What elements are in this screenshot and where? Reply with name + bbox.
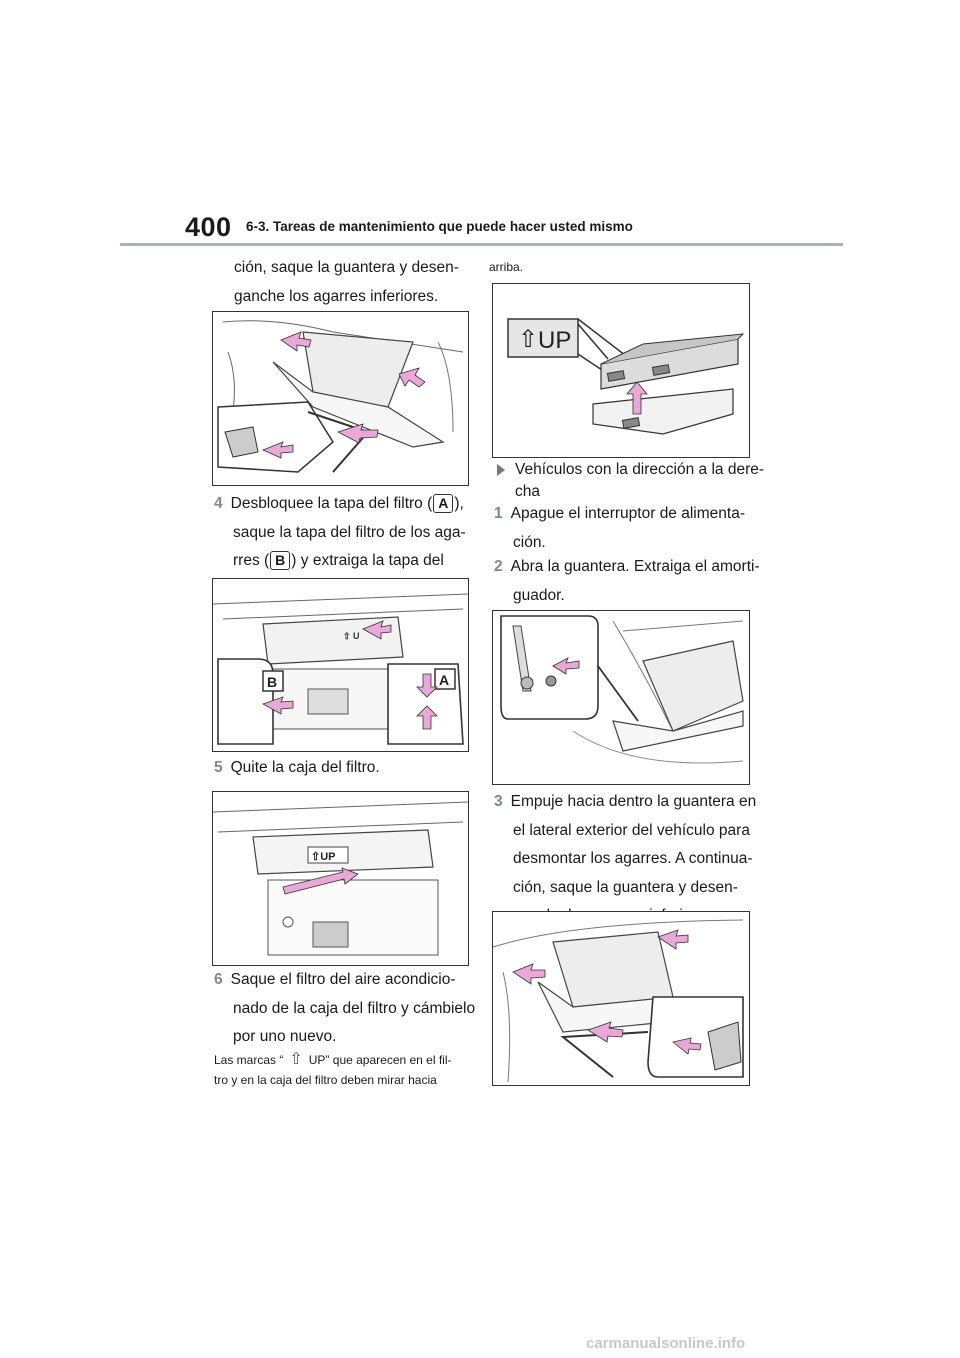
step-5-number: 5 (214, 759, 223, 776)
intro-line-1: ción, saque la guantera y desen- (234, 259, 459, 276)
label-b: B (267, 674, 277, 690)
arrow-icon (280, 331, 312, 352)
damper-illustration (500, 615, 744, 764)
note-line-2: tro y en la caja del filtro deben mirar … (214, 1073, 437, 1087)
filter-up-illustration: ⇧ UP (507, 318, 745, 435)
glovebox-illustration (217, 320, 464, 473)
intro-line-2: ganche los agarres inferiores. (234, 287, 439, 305)
header-rule (120, 243, 843, 246)
label-a: A (439, 672, 449, 688)
step-2: 2 Abra la guantera. Extraiga el amorti- g… (494, 553, 760, 610)
up-label: UP (538, 327, 571, 354)
variant-heading: Vehículos con la dirección a la dere- ch… (497, 459, 764, 503)
figure-filter-cover: ⇧ U B A (212, 578, 469, 752)
svg-text:⇧: ⇧ (518, 326, 538, 353)
figure-filter-case: ⇧UP (212, 791, 469, 966)
page-number: 400 (185, 212, 232, 242)
arrow-icon (512, 963, 546, 985)
label-a-badge: A (433, 494, 454, 513)
step-3: 3 Empuje hacia dentro la guantera en el l… (494, 788, 756, 931)
arrow-icon (416, 705, 438, 730)
arrow-icon (262, 696, 294, 715)
step-5: 5 Quite la caja del filtro. (214, 754, 380, 783)
step-3-number: 3 (494, 793, 503, 810)
arrow-icon (398, 367, 426, 388)
step-6-text: Saque el filtro del aire acondicio- (230, 971, 456, 988)
figure-glovebox-removal-rhd (492, 911, 750, 1086)
intro-text: ción, saque la guantera y desen- ganche … (234, 254, 459, 311)
step-1: 1 Apague el interruptor de alimenta- ción… (494, 500, 745, 557)
arrow-icon (261, 441, 294, 459)
step-1-text: Apague el interruptor de alimenta- (510, 505, 745, 522)
figure-filter-up-marks: ⇧ UP (492, 283, 750, 458)
step-5-text: Quite la caja del filtro. (230, 759, 380, 776)
arrow-icon (626, 381, 648, 415)
figure-glovebox-removal (212, 311, 469, 486)
step-4: 4 Desbloquee la tapa del filtro (A), saqu… (214, 490, 474, 604)
step-6: 6 Saque el filtro del aire acondicio- nad… (214, 966, 475, 1052)
arrow-icon (672, 1037, 702, 1055)
step-6-number: 6 (214, 971, 223, 988)
step-4-text: Desbloquee la tapa del filtro ( (230, 495, 433, 512)
glovebox-rhd-illustration (493, 919, 744, 1083)
arrow-icon (282, 867, 359, 895)
arrow-icon (336, 423, 379, 444)
step-4-line-2: saque la tapa del filtro de los aga- (233, 523, 466, 541)
step-4-number: 4 (214, 495, 223, 512)
arrow-icon (552, 657, 580, 675)
arrow-icon (362, 620, 392, 640)
step-4-text: ), (454, 495, 464, 512)
note-continuation: arriba. (489, 260, 524, 274)
arrow-icon (416, 673, 438, 698)
arrow-icon (587, 1021, 624, 1043)
section-title: 6-3. Tareas de mantenimiento que puede h… (246, 219, 633, 234)
step-4-text: rres ( (233, 552, 270, 569)
step-3-line-4: ción, saque la guantera y desen- (513, 878, 738, 896)
step-1-number: 1 (494, 505, 503, 522)
step-2-line-2: guador. (513, 586, 565, 604)
label-b-badge: B (270, 551, 291, 570)
step-3-text: Empuje hacia dentro la guantera en (510, 793, 757, 810)
footer-watermark: carmanualsonline.info (586, 1335, 746, 1352)
filter-mark-text: ⇧ U (343, 631, 360, 641)
up-arrow-icon: ⇧ (289, 1051, 303, 1068)
filter-case-illustration: ⇧UP (213, 801, 468, 956)
step-2-number: 2 (494, 558, 503, 575)
step-6-line-3: por uno nuevo. (233, 1028, 337, 1045)
step-3-line-3: desmontar los agarres. A continua- (513, 850, 753, 867)
note-text-part: Las marcas “ (214, 1053, 284, 1067)
step-1-line-2: ción. (513, 533, 546, 551)
variant-line-2: cha (515, 483, 540, 500)
note-text: Las marcas “ ⇧ UP” que aparecen en el fil-… (214, 1050, 474, 1090)
note-text-part: UP” que aparecen en el fil- (308, 1053, 452, 1067)
variant-line-1: Vehículos con la dirección a la dere- (515, 461, 765, 478)
filter-cover-illustration: ⇧ U B A (213, 593, 468, 745)
figure-damper-removal (492, 610, 750, 785)
step-3-line-2: el lateral exterior del vehículo para (513, 821, 750, 839)
arrow-icon (657, 929, 689, 950)
up-mark-text: ⇧UP (311, 851, 336, 863)
step-2-text: Abra la guantera. Extraiga el amorti- (510, 558, 760, 575)
step-6-line-2: nado de la caja del filtro y cámbielo (233, 999, 476, 1017)
bullet-triangle-icon (497, 463, 505, 476)
